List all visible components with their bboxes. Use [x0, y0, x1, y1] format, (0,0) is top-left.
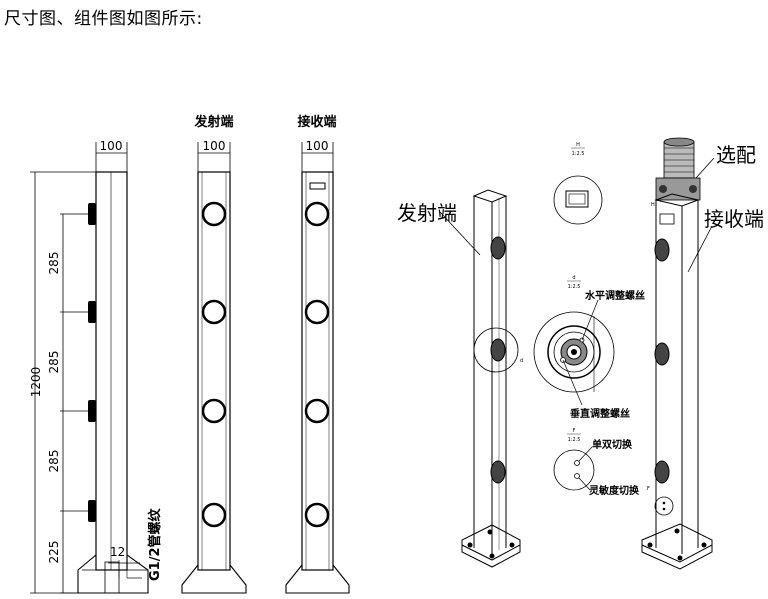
- iso-receiver-lens-3: [654, 460, 670, 484]
- detail-h-marker: H: [651, 202, 655, 208]
- emitter-front-base: [181, 564, 247, 594]
- emitter-front-post: [197, 171, 231, 571]
- side-width-label: 100: [100, 139, 123, 153]
- side-spacing-dimensions: 285 285 285 225: [47, 214, 78, 594]
- detail-h-scale: 1:2.5: [572, 151, 585, 157]
- iso-receiver-lens-2: [654, 342, 670, 366]
- side-total-dimension: 1200: [29, 171, 96, 594]
- total-height-label: 1200: [29, 367, 43, 398]
- side-lenses: [60, 203, 96, 522]
- page-caption: 尺寸图、组件图如图所示:: [4, 9, 203, 29]
- single-double-switch-label: 单双切换: [592, 438, 633, 451]
- iso-emitter-label: 发射端: [397, 201, 457, 225]
- gap-2-label: 285: [47, 351, 61, 374]
- emitter-front-view: 发射端 100: [181, 114, 247, 594]
- receiver-width-label: 100: [306, 139, 329, 153]
- detail-h-id: H: [576, 142, 580, 148]
- receiver-front-lenses: [304, 201, 330, 528]
- base-height-label: 225: [47, 541, 61, 564]
- pipe-offset-dimension: 12: [108, 545, 142, 579]
- emitter-lens-4: [201, 502, 227, 528]
- receiver-lens-1: [304, 201, 330, 227]
- detail-d-scale: 1:2.5: [568, 284, 581, 290]
- detail-f-scale: 1:2.5: [568, 437, 581, 443]
- receiver-front-view: 接收端 100: [285, 114, 350, 594]
- receiver-lens-2: [304, 299, 330, 325]
- side-post: [95, 171, 128, 571]
- emitter-lens-3: [201, 398, 227, 424]
- emitter-front-lenses: [201, 201, 227, 528]
- iso-optional-label: 选配: [716, 143, 756, 167]
- iso-emitter-base: [461, 524, 521, 561]
- detail-f: F 1:2.5 单双切换 灵敏度切换: [553, 428, 640, 497]
- iso-receiver-label: 接收端: [704, 207, 764, 231]
- emitter-lens-2: [201, 299, 227, 325]
- vertical-adjust-label: 垂直调整螺丝: [570, 407, 630, 420]
- side-base: [77, 554, 149, 594]
- receiver-front-title: 接收端: [297, 114, 336, 130]
- horizontal-adjust-label: 水平调整螺丝: [584, 289, 645, 302]
- detail-f-marker: F: [647, 486, 650, 492]
- thread-label: G1/2管螺纹: [147, 507, 163, 581]
- receiver-lens-3: [304, 398, 330, 424]
- detail-f-id: F: [573, 428, 576, 434]
- emitter-lens-1: [201, 201, 227, 227]
- detail-d-id: d: [572, 275, 575, 281]
- gap-1-label: 285: [47, 252, 61, 275]
- iso-emitter-lens-2: [490, 338, 506, 362]
- iso-receiver-base: [641, 523, 713, 563]
- detail-d-callout: [473, 327, 519, 373]
- side-view: 100 1200: [29, 139, 163, 594]
- receiver-front-base: [285, 564, 350, 594]
- optional-accessory: [655, 137, 701, 201]
- detail-h: H 1:2.5: [553, 142, 603, 225]
- gap-3-label: 285: [47, 450, 61, 473]
- pipe-offset-label: 12: [110, 545, 125, 559]
- receiver-front-post: [301, 171, 334, 571]
- side-width-dimension: 100: [95, 139, 128, 172]
- iso-emitter-lens-3: [490, 460, 506, 484]
- iso-emitter: d 发射端: [397, 189, 523, 568]
- iso-receiver-lens-1: [654, 238, 670, 262]
- receiver-indicator-window: [309, 182, 326, 190]
- receiver-lens-4: [304, 502, 330, 528]
- iso-receiver: H F 选配 接收端: [641, 137, 764, 570]
- detail-d: d 1:2.5 水平调整螺丝 垂直调整螺丝: [533, 275, 645, 420]
- detail-d-marker: d: [520, 358, 523, 364]
- emitter-width-label: 100: [203, 139, 226, 153]
- emitter-front-title: 发射端: [193, 114, 233, 130]
- sensitivity-switch-label: 灵敏度切换: [589, 484, 640, 497]
- iso-emitter-lens-1: [490, 236, 506, 260]
